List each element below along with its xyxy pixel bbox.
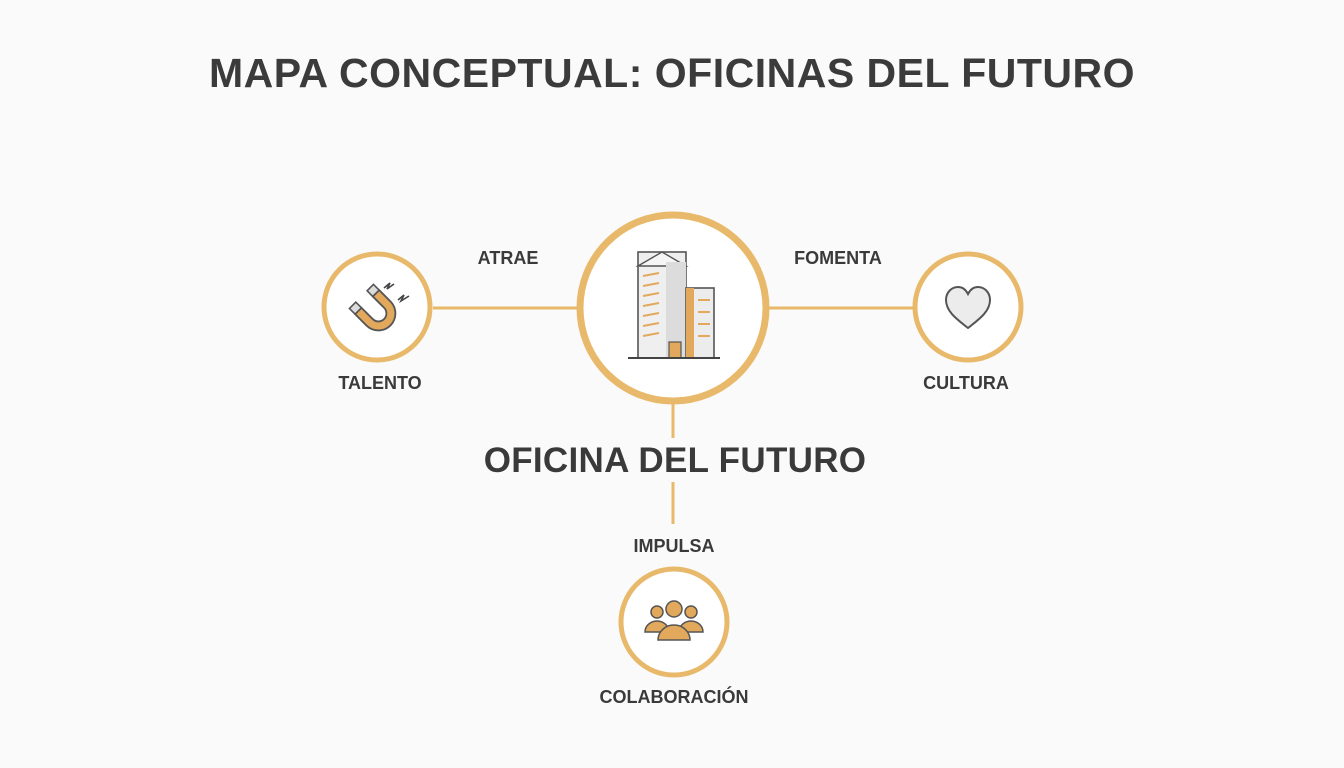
relation-label-left: ATRAE bbox=[477, 248, 539, 268]
magnet-icon bbox=[348, 283, 397, 332]
people-group-icon bbox=[644, 600, 704, 641]
heart-icon bbox=[944, 285, 992, 330]
relation-label-right: FOMENTA bbox=[794, 248, 882, 268]
node-talento bbox=[321, 251, 433, 363]
node-label-cultura: CULTURA bbox=[923, 373, 1009, 393]
node-colaboracion bbox=[618, 566, 730, 678]
spark-icon bbox=[383, 282, 410, 304]
relation-label-bottom: IMPULSA bbox=[633, 536, 715, 556]
center-node bbox=[576, 211, 770, 405]
page-title: MAPA CONCEPTUAL: OFICINAS DEL FUTURO bbox=[208, 50, 1136, 96]
node-cultura bbox=[912, 251, 1024, 363]
node-label-colaboracion: COLABORACIÓN bbox=[599, 687, 749, 707]
center-label: OFICINA DEL FUTURO bbox=[483, 441, 867, 480]
building-icon bbox=[628, 251, 720, 359]
node-label-talento: TALENTO bbox=[338, 373, 422, 393]
